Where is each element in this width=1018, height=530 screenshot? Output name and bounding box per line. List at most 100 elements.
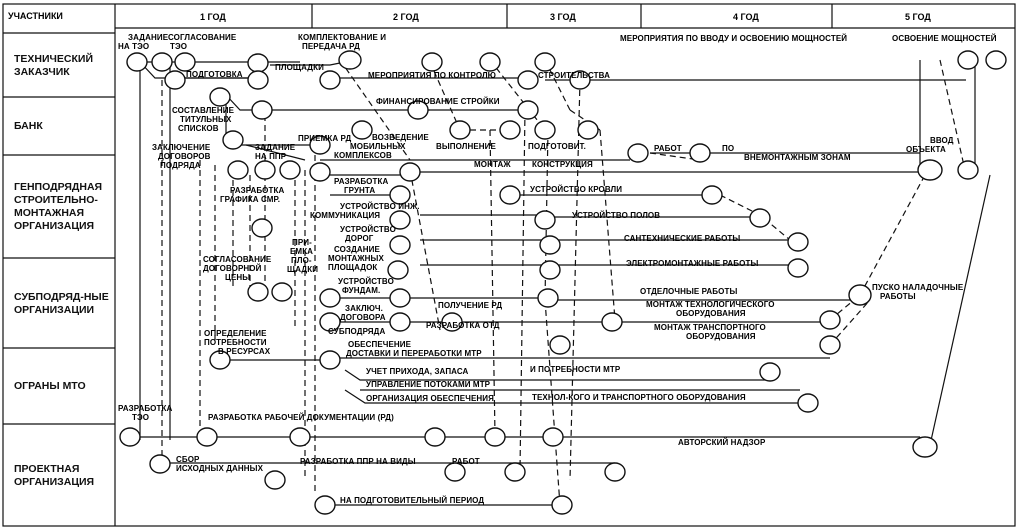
node bbox=[319, 312, 341, 332]
label-rabot: РАБОТ bbox=[654, 144, 682, 153]
year-4-header: 4 ГОД bbox=[733, 12, 759, 22]
label-organizatsiya-obespecheniya: ОРГАНИЗАЦИЯ ОБЕСПЕЧЕНИЯ bbox=[366, 394, 494, 403]
year-5-header: 5 ГОД bbox=[905, 12, 931, 22]
node bbox=[787, 232, 809, 252]
node bbox=[251, 100, 273, 120]
label-priemka-rd: ПРИЕМКА РД bbox=[298, 134, 351, 143]
label-meropriyatiya-vvodu: МЕРОПРИЯТИЯ ПО ВВОДУ И ОСВОЕНИЮ МОЩНОСТЕ… bbox=[620, 34, 847, 43]
lane-tech-customer: ТЕХНИЧЕСКИЙ ЗАКАЗЧИК bbox=[14, 52, 94, 78]
node bbox=[701, 185, 723, 205]
node bbox=[151, 52, 173, 72]
node bbox=[319, 288, 341, 308]
node bbox=[279, 160, 301, 180]
node bbox=[912, 436, 938, 458]
label-osvoenie-moschnostey: ОСВОЕНИЕ МОЩНОСТЕЙ bbox=[892, 34, 997, 43]
event-nodes bbox=[119, 50, 1007, 515]
node bbox=[247, 282, 269, 302]
label-poluchenie-rd: ПОЛУЧЕНИЕ РД bbox=[438, 301, 502, 310]
node bbox=[247, 70, 269, 90]
node bbox=[314, 495, 336, 515]
node bbox=[534, 52, 556, 72]
node bbox=[289, 427, 311, 447]
label-avtorskiy-nadzor: АВТОРСКИЙ НАДЗОР bbox=[678, 438, 766, 447]
label-i-potrebnosti: И ПОТРЕБНОСТИ МТР bbox=[530, 365, 621, 374]
node bbox=[819, 335, 841, 355]
node bbox=[957, 50, 979, 70]
node bbox=[441, 312, 463, 332]
node bbox=[222, 130, 244, 150]
table-frame bbox=[2, 3, 1016, 527]
node bbox=[309, 162, 331, 182]
node bbox=[389, 312, 411, 332]
label-finansirovanie: ФИНАНСИРОВАНИЕ СТРОЙКИ bbox=[376, 97, 500, 106]
node bbox=[444, 462, 466, 482]
label-zaklyuch-dogovora: ЗАКЛЮЧ.ДОГОВОРА bbox=[340, 304, 386, 322]
node bbox=[389, 288, 411, 308]
node bbox=[247, 53, 269, 73]
label-ustroystvo-inzh: УСТРОЙСТВО ИНЖ.КОММУНИКАЦИЯ bbox=[310, 202, 420, 220]
label-razrabotka-rd: РАЗРАБОТКА РАБОЧЕЙ ДОКУМЕНТАЦИИ (РД) bbox=[208, 413, 394, 422]
node bbox=[917, 159, 943, 181]
node bbox=[577, 120, 599, 140]
node bbox=[534, 210, 556, 230]
label-vypolnenie: ВЫПОЛНЕНИЕ bbox=[436, 142, 497, 151]
node bbox=[389, 210, 411, 230]
label-podgotovka: ПОДГОТОВКА bbox=[186, 70, 243, 79]
node bbox=[499, 120, 521, 140]
label-po: ПО bbox=[722, 144, 734, 153]
node bbox=[338, 50, 362, 70]
label-otdelochnye: ОТДЕЛОЧНЫЕ РАБОТЫ bbox=[640, 287, 737, 296]
node bbox=[957, 160, 979, 180]
year-3-header: 3 ГОД bbox=[550, 12, 576, 22]
node bbox=[407, 100, 429, 120]
node bbox=[449, 120, 471, 140]
label-na-podgotovitelny: НА ПОДГОТОВИТЕЛЬНЫЙ ПЕРИОД bbox=[340, 496, 484, 505]
label-vnemontazhnym: ВНЕМОНТАЖНЫМ ЗОНАМ bbox=[744, 153, 851, 162]
node bbox=[551, 495, 573, 515]
node bbox=[759, 362, 781, 382]
node bbox=[985, 50, 1007, 70]
label-tehnol-transportnogo: ТЕХНОЛ-КОГО И ТРАНСПОРТНОГО ОБОРУДОВАНИЯ bbox=[532, 393, 746, 402]
node bbox=[479, 52, 501, 72]
lane-general-contractor: ГЕНПОДРЯДНАЯ СТРОИТЕЛЬНО-МОНТАЖНАЯ ОРГАН… bbox=[14, 181, 103, 232]
year-1-header: 1 ГОД bbox=[200, 12, 226, 22]
node bbox=[797, 393, 819, 413]
node bbox=[819, 310, 841, 330]
node bbox=[174, 52, 196, 72]
node bbox=[264, 470, 286, 490]
node bbox=[848, 284, 872, 306]
node bbox=[569, 70, 591, 90]
node bbox=[421, 52, 443, 72]
label-raboty-ppr: РАБОТ bbox=[452, 457, 480, 466]
node bbox=[601, 312, 623, 332]
lane-bank: БАНК bbox=[14, 120, 43, 132]
label-elektromontazhnye: ЭЛЕКТРОМОНТАЖНЫЕ РАБОТЫ bbox=[626, 259, 758, 268]
node bbox=[196, 427, 218, 447]
node bbox=[627, 143, 649, 163]
node bbox=[604, 462, 626, 482]
node bbox=[499, 185, 521, 205]
node bbox=[271, 282, 293, 302]
label-subpodryada: СУБПОДРЯДА bbox=[328, 327, 385, 336]
lane-mto: ОГРАНЫ МТО bbox=[14, 380, 86, 392]
node bbox=[309, 135, 331, 155]
node bbox=[254, 160, 276, 180]
